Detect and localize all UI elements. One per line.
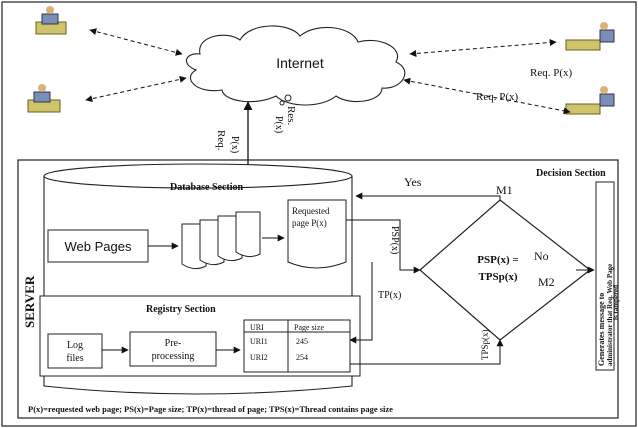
requested-page-line2: page P(x) — [292, 218, 327, 228]
px-vertical-label: P(x) — [229, 136, 240, 153]
server-label: SERVER — [22, 275, 37, 328]
client-link-arrow — [410, 42, 556, 54]
cloud-bubble — [280, 101, 284, 105]
client-link-arrow — [86, 78, 186, 100]
no-label: No — [534, 249, 549, 263]
table-header-uri: URI — [250, 323, 264, 332]
yes-arrow — [356, 196, 500, 200]
client-computer-icon — [566, 22, 614, 50]
table-cell: URI2 — [250, 353, 268, 362]
tpsp-label: TPSp(x) — [480, 329, 490, 360]
decision-title: Decision Section — [536, 168, 606, 179]
preprocessing-line2: processing — [152, 351, 195, 362]
tpsp-arrow — [350, 340, 500, 364]
log-files-line2: files — [66, 353, 83, 364]
alert-line3: is tampered — [612, 285, 620, 320]
web-pages-label: Web Pages — [65, 239, 132, 254]
req-vertical-label: Req. — [215, 130, 227, 151]
table-cell: 245 — [296, 337, 308, 346]
condition-line1: PSP(x) = — [477, 254, 518, 266]
alert-line1: Generates message to — [597, 293, 606, 366]
client-link-arrow — [90, 30, 182, 54]
client-computer-icon — [36, 6, 66, 34]
table-cell: 254 — [296, 353, 308, 362]
internet-label: Internet — [276, 55, 324, 71]
database-title: Database Section — [170, 182, 243, 193]
res-px-vertical-label: P(x) — [273, 116, 284, 133]
condition-line2: TPSp(x) — [478, 271, 517, 283]
req-label-1: Req. P(x) — [530, 67, 573, 79]
m2-label: M2 — [538, 275, 555, 289]
psp-label: PSP(x) — [389, 226, 400, 254]
tp-label: TP(x) — [378, 290, 401, 301]
psp-arrow — [346, 220, 420, 270]
req-label-2: Req. P(x) — [476, 91, 519, 103]
client-computer-icon — [28, 84, 60, 112]
requested-page-line1: Requested — [292, 206, 330, 216]
preprocessing-line1: Pre- — [165, 338, 182, 349]
log-files-line1: Log — [67, 340, 83, 351]
client-computer-icon — [566, 86, 614, 114]
res-vertical-label: Res. — [285, 106, 297, 126]
decision-diamond — [420, 200, 590, 340]
m1-label: M1 — [496, 183, 513, 197]
yes-label: Yes — [404, 175, 422, 189]
registry-title: Registry Section — [146, 304, 216, 315]
table-header-size: Page size — [294, 323, 324, 332]
legend-text: P(x)=requested web page; PS(x)=Page size… — [28, 404, 393, 414]
table-cell: URI1 — [250, 337, 268, 346]
